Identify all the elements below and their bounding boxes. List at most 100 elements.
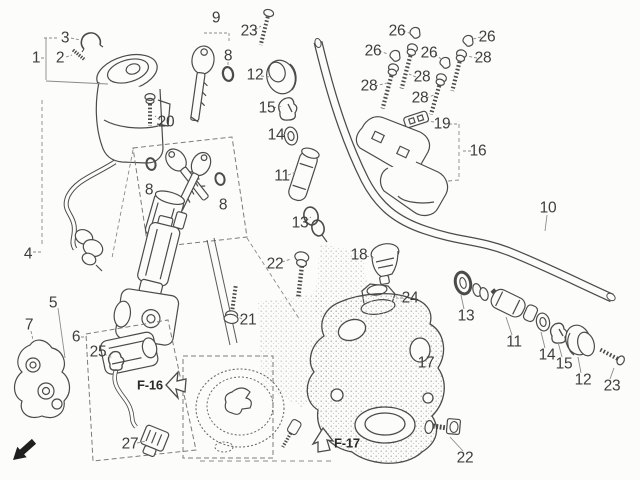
fork-tube-lines [206, 237, 238, 346]
figure-ref-f17[interactable]: F-17 [334, 435, 360, 451]
part-ring-13-right [453, 270, 473, 296]
part-spacer-right [522, 304, 539, 323]
part-bolt-22-bottom [424, 418, 462, 436]
part-rings-13-left [303, 206, 328, 243]
part-bracket-7 [13, 339, 71, 419]
part-switch-unit-wire [112, 369, 138, 429]
callout-21[interactable]: 21 [239, 311, 257, 329]
callout-28-d[interactable]: 28 [411, 89, 429, 107]
part-nut-26-d [462, 34, 474, 47]
callout-16[interactable]: 16 [469, 142, 487, 160]
part-screw-23-left [258, 8, 275, 46]
f17-arrow-icon[interactable] [311, 426, 335, 453]
callout-13-left[interactable]: 13 [291, 214, 309, 232]
callout-7[interactable]: 7 [24, 316, 34, 334]
callout-28-b[interactable]: 28 [413, 68, 431, 86]
part-cap-12-right [565, 324, 595, 357]
callout-8-mid[interactable]: 8 [144, 181, 154, 199]
part-clamp-16 [355, 116, 449, 217]
callout-15-left[interactable]: 15 [258, 99, 276, 117]
callout-24[interactable]: 24 [401, 289, 419, 307]
callout-12-left[interactable]: 12 [246, 66, 264, 84]
box-6 [85, 319, 197, 462]
part-bolt-28-d [450, 49, 468, 92]
part-steering-stem-top [195, 368, 285, 453]
callout-3[interactable]: 3 [60, 29, 70, 47]
part-screw-20 [144, 92, 156, 126]
part-washer-8-left [145, 157, 157, 171]
part-switch-wire-connector [63, 159, 117, 272]
callout-23-right[interactable]: 23 [603, 377, 621, 395]
part-key-9 [190, 45, 215, 123]
part-top-bridge [306, 293, 445, 464]
callout-22-bottom[interactable]: 22 [456, 449, 474, 467]
callout-14-left[interactable]: 14 [267, 126, 285, 144]
callout-20[interactable]: 20 [157, 113, 175, 131]
part-spring-pin [71, 48, 87, 62]
part-clip-19 [403, 110, 430, 129]
part-clip-25 [107, 350, 125, 371]
part-bolt-28-b [399, 43, 419, 90]
callout-26-c[interactable]: 26 [420, 44, 438, 62]
part-bolt-28-c [428, 73, 447, 116]
callout-11-left[interactable]: 11 [274, 167, 290, 185]
callout-26-b[interactable]: 26 [364, 42, 382, 60]
callout-23-left[interactable]: 23 [240, 22, 258, 40]
part-lock-cylinder [137, 215, 181, 297]
part-washer-8-top [221, 65, 235, 83]
part-ignition-switch-body [95, 53, 171, 164]
callout-26-a[interactable]: 26 [388, 22, 406, 40]
part-bolt-22-top [294, 251, 310, 299]
callout-8-right[interactable]: 8 [218, 196, 228, 214]
callout-11-right[interactable]: 11 [506, 333, 522, 351]
part-handlebar [313, 37, 616, 303]
part-bolt-28-a [380, 63, 400, 110]
leader-lines [30, 25, 615, 462]
part-washers-right [472, 283, 489, 301]
callout-15-right[interactable]: 15 [555, 355, 573, 373]
f16-arrow-icon[interactable] [165, 370, 187, 401]
part-knob-18 [370, 243, 400, 285]
part-nut-26-c [439, 56, 451, 69]
part-small-fitting [281, 419, 302, 448]
callout-6[interactable]: 6 [71, 328, 81, 346]
callout-17[interactable]: 17 [417, 354, 435, 372]
callout-28-a[interactable]: 28 [474, 49, 492, 67]
part-nut-26-a [409, 26, 421, 39]
callout-14-right[interactable]: 14 [538, 346, 556, 364]
part-weight-11-right [490, 288, 526, 318]
callout-26-d[interactable]: 26 [478, 28, 496, 46]
callout-13-right[interactable]: 13 [457, 307, 475, 325]
callout-2[interactable]: 2 [55, 49, 65, 67]
callout-12-right[interactable]: 12 [574, 371, 592, 389]
callout-28-c[interactable]: 28 [360, 77, 378, 95]
callout-5[interactable]: 5 [48, 294, 58, 312]
callout-8-top[interactable]: 8 [223, 47, 233, 65]
part-switch-unit [99, 331, 159, 375]
callout-25[interactable]: 25 [89, 343, 107, 361]
part-screw-23-right [599, 347, 625, 366]
callout-19[interactable]: 19 [433, 115, 451, 133]
part-clip-15-right [549, 322, 568, 344]
callout-27[interactable]: 27 [121, 435, 139, 453]
keys-box [132, 136, 248, 249]
callout-22-top[interactable]: 22 [266, 255, 284, 273]
part-cap-12-left [266, 59, 297, 95]
callout-4[interactable]: 4 [23, 245, 33, 263]
part-nut-26-b [389, 49, 401, 62]
part-connector-27 [140, 424, 170, 458]
part-washer-14-right [535, 312, 551, 332]
part-snap-ring [80, 32, 104, 53]
callout-9[interactable]: 9 [211, 9, 221, 27]
part-washer-14-left [283, 126, 299, 146]
part-weight-11-left [288, 147, 320, 202]
callout-18[interactable]: 18 [350, 246, 368, 264]
callout-10[interactable]: 10 [539, 199, 557, 217]
callout-1[interactable]: 1 [31, 49, 41, 67]
part-washer-8-right [214, 172, 226, 186]
figure-ref-f16[interactable]: F-16 [137, 377, 163, 393]
direction-arrow-icon [13, 438, 37, 460]
part-clip-15-left [278, 97, 298, 121]
